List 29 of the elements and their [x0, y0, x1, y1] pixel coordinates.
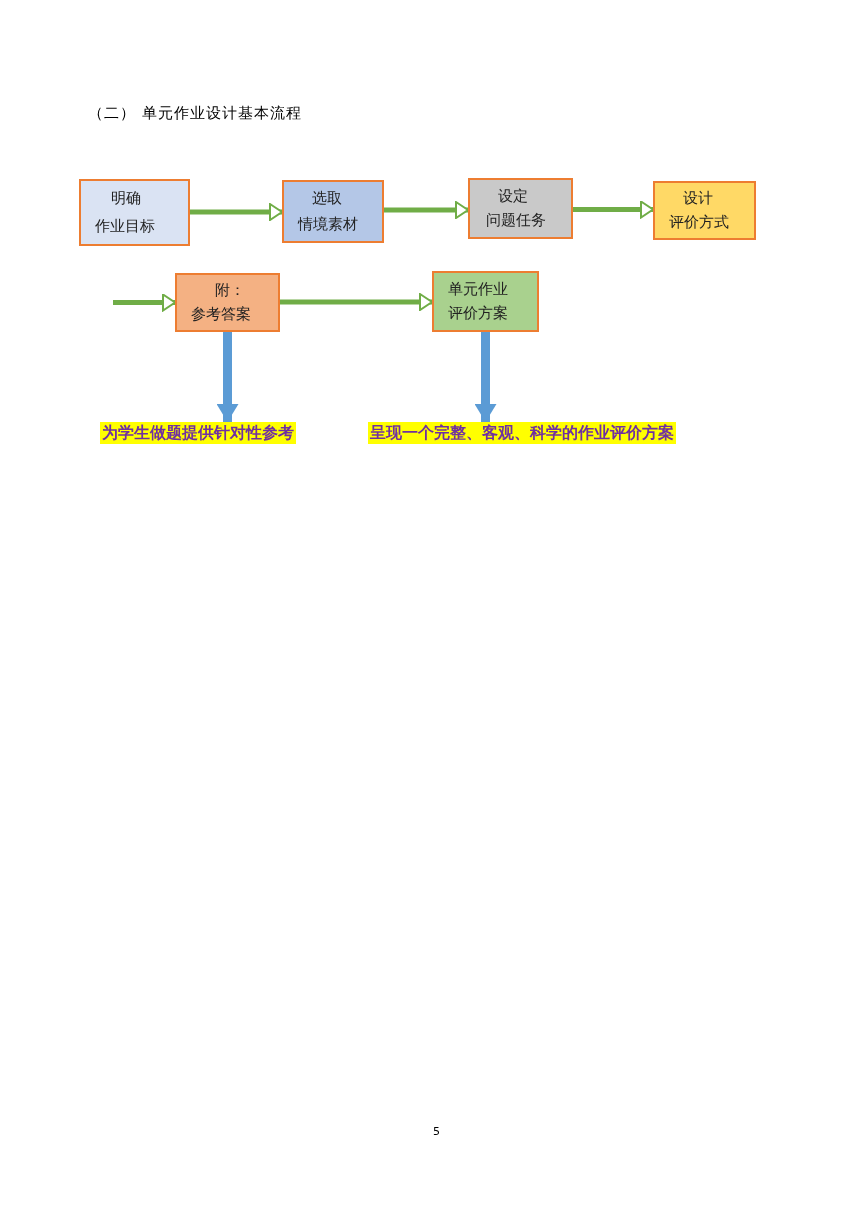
process-box — [282, 180, 384, 243]
box-text: 单元作业 — [447, 279, 509, 299]
arrow — [573, 200, 654, 219]
page-number: 5 — [433, 1125, 440, 1138]
arrow — [384, 201, 469, 219]
process-box — [79, 179, 190, 246]
box-text: 评价方案 — [447, 304, 509, 324]
arrow — [216, 332, 239, 422]
box-text: 明确 — [110, 189, 142, 209]
arrow — [113, 293, 176, 312]
highlighted-note: 呈现一个完整、客观、科学的作业评价方案 — [368, 422, 676, 444]
box-text: 问题任务 — [485, 211, 547, 231]
box-text: 评价方式 — [668, 212, 730, 232]
section-heading: （二） 单元作业设计基本流程 — [88, 104, 302, 123]
box-text: 附： — [214, 281, 246, 301]
box-text: 选取 — [311, 189, 343, 209]
box-text: 作业目标 — [94, 216, 156, 236]
process-box — [175, 273, 280, 332]
arrow — [190, 203, 283, 221]
box-text: 参考答案 — [190, 304, 252, 324]
process-box — [653, 181, 756, 240]
process-box — [432, 271, 539, 332]
box-text: 设计 — [682, 189, 714, 209]
process-box — [468, 178, 573, 239]
arrow — [280, 293, 433, 311]
arrow — [474, 332, 497, 422]
box-text: 情境素材 — [296, 214, 359, 234]
highlighted-note: 为学生做题提供针对性参考 — [100, 422, 296, 444]
box-text: 设定 — [497, 186, 529, 206]
